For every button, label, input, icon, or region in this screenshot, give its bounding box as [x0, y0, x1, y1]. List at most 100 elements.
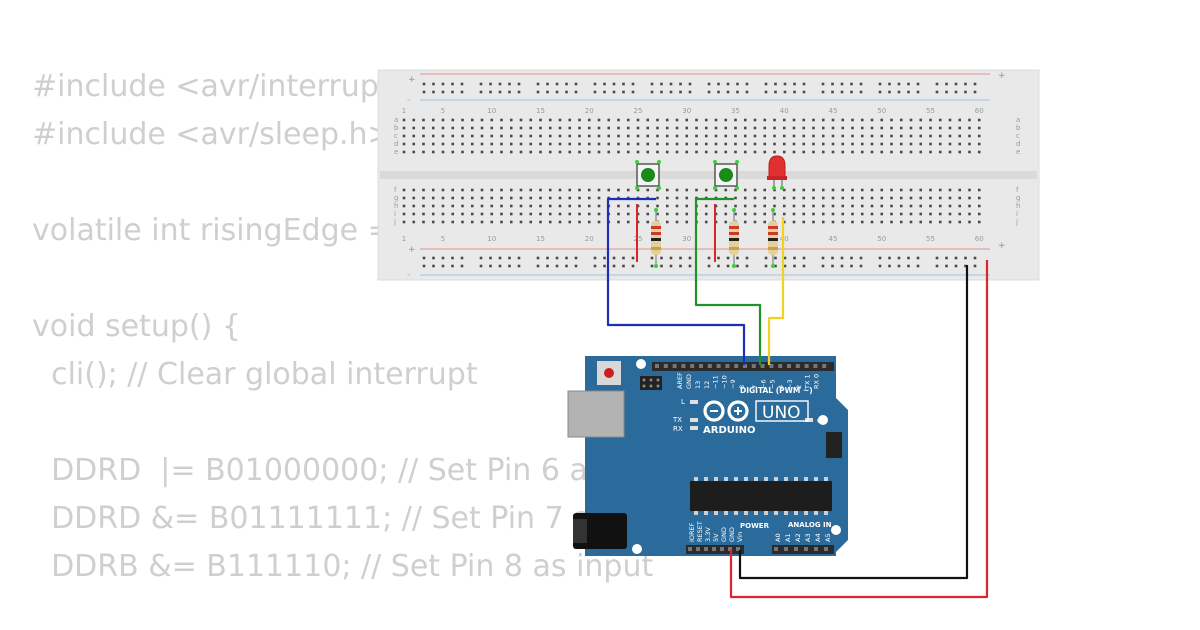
breadboard-hole[interactable]: [412, 150, 416, 154]
breadboard-hole[interactable]: [607, 150, 611, 154]
breadboard-hole[interactable]: [490, 212, 494, 216]
breadboard-hole[interactable]: [831, 212, 835, 216]
rail-hole[interactable]: [660, 256, 663, 260]
breadboard-hole[interactable]: [461, 196, 464, 200]
breadboard-hole[interactable]: [792, 220, 796, 224]
breadboard-hole[interactable]: [558, 220, 562, 224]
breadboard-hole[interactable]: [929, 196, 932, 200]
breadboard-hole[interactable]: [782, 150, 786, 154]
resistor-3[interactable]: [768, 208, 778, 268]
rail-hole[interactable]: [669, 256, 673, 260]
breadboard-hole[interactable]: [529, 212, 533, 216]
breadboard-hole[interactable]: [929, 126, 932, 130]
breadboard-hole[interactable]: [753, 204, 757, 208]
breadboard-hole[interactable]: [685, 126, 689, 130]
breadboard-hole[interactable]: [899, 212, 903, 216]
breadboard-hole[interactable]: [938, 134, 942, 138]
rail-hole[interactable]: [774, 256, 777, 260]
breadboard-hole[interactable]: [860, 142, 864, 146]
rail-hole[interactable]: [907, 264, 910, 268]
rail-hole[interactable]: [612, 82, 616, 86]
header-pin[interactable]: [716, 364, 721, 368]
breadboard-hole[interactable]: [821, 126, 825, 130]
breadboard-hole[interactable]: [841, 150, 845, 154]
breadboard-hole[interactable]: [929, 220, 932, 224]
breadboard-hole[interactable]: [578, 188, 581, 192]
breadboard-hole[interactable]: [451, 126, 455, 130]
breadboard-hole[interactable]: [870, 142, 874, 146]
rail-hole[interactable]: [603, 256, 606, 260]
breadboard-hole[interactable]: [704, 150, 708, 154]
breadboard-hole[interactable]: [938, 188, 942, 192]
breadboard-hole[interactable]: [968, 204, 971, 208]
breadboard-hole[interactable]: [529, 126, 533, 130]
breadboard-hole[interactable]: [714, 126, 718, 130]
breadboard-hole[interactable]: [578, 196, 581, 200]
rail-hole[interactable]: [964, 82, 967, 86]
breadboard-hole[interactable]: [968, 134, 971, 138]
breadboard-hole[interactable]: [480, 220, 484, 224]
breadboard-hole[interactable]: [451, 188, 455, 192]
breadboard-hole[interactable]: [743, 220, 747, 224]
breadboard-hole[interactable]: [480, 204, 484, 208]
header-pin[interactable]: [814, 547, 818, 551]
breadboard-hole[interactable]: [958, 126, 962, 130]
rail-hole[interactable]: [451, 264, 454, 268]
red-led[interactable]: [767, 155, 787, 190]
breadboard-hole[interactable]: [539, 188, 542, 192]
breadboard-hole[interactable]: [519, 212, 523, 216]
header-pin[interactable]: [787, 364, 791, 368]
breadboard-hole[interactable]: [802, 142, 806, 146]
breadboard-hole[interactable]: [831, 134, 835, 138]
breadboard-hole[interactable]: [968, 150, 971, 154]
rail-hole[interactable]: [622, 90, 625, 94]
breadboard-hole[interactable]: [441, 212, 445, 216]
breadboard-hole[interactable]: [675, 204, 679, 208]
resistor-2[interactable]: [729, 208, 739, 268]
breadboard-hole[interactable]: [938, 196, 942, 200]
breadboard-hole[interactable]: [490, 118, 494, 122]
breadboard-hole[interactable]: [451, 196, 455, 200]
breadboard-hole[interactable]: [441, 196, 445, 200]
breadboard-hole[interactable]: [685, 220, 689, 224]
rail-hole[interactable]: [973, 82, 977, 86]
rail-hole[interactable]: [897, 256, 901, 260]
breadboard-hole[interactable]: [938, 150, 942, 154]
breadboard-hole[interactable]: [402, 126, 406, 130]
breadboard-hole[interactable]: [568, 142, 572, 146]
header-pin[interactable]: [769, 364, 774, 368]
button-cap[interactable]: [641, 168, 655, 182]
rail-hole[interactable]: [546, 256, 549, 260]
breadboard-hole[interactable]: [968, 220, 971, 224]
breadboard-hole[interactable]: [860, 188, 864, 192]
breadboard-hole[interactable]: [753, 134, 757, 138]
breadboard-hole[interactable]: [782, 220, 786, 224]
breadboard-hole[interactable]: [958, 212, 962, 216]
breadboard-hole[interactable]: [685, 142, 689, 146]
breadboard-hole[interactable]: [412, 134, 416, 138]
breadboard-hole[interactable]: [509, 212, 513, 216]
breadboard-hole[interactable]: [402, 142, 406, 146]
breadboard-hole[interactable]: [812, 126, 815, 130]
rail-hole[interactable]: [764, 264, 768, 268]
rail-hole[interactable]: [831, 264, 834, 268]
rail-hole[interactable]: [612, 90, 616, 94]
breadboard-hole[interactable]: [899, 150, 903, 154]
breadboard-hole[interactable]: [587, 150, 591, 154]
rail-hole[interactable]: [945, 82, 948, 86]
rail-hole[interactable]: [451, 82, 454, 86]
rail-hole[interactable]: [536, 264, 540, 268]
rail-hole[interactable]: [508, 256, 511, 260]
breadboard-hole[interactable]: [441, 126, 445, 130]
breadboard-hole[interactable]: [519, 142, 523, 146]
breadboard-hole[interactable]: [938, 204, 942, 208]
breadboard-hole[interactable]: [870, 188, 874, 192]
breadboard-hole[interactable]: [695, 118, 698, 122]
breadboard-hole[interactable]: [743, 142, 747, 146]
breadboard-hole[interactable]: [568, 134, 572, 138]
breadboard-hole[interactable]: [704, 220, 708, 224]
rail-hole[interactable]: [631, 264, 635, 268]
rail-hole[interactable]: [850, 264, 853, 268]
breadboard-hole[interactable]: [909, 142, 913, 146]
breadboard-hole[interactable]: [977, 142, 981, 146]
